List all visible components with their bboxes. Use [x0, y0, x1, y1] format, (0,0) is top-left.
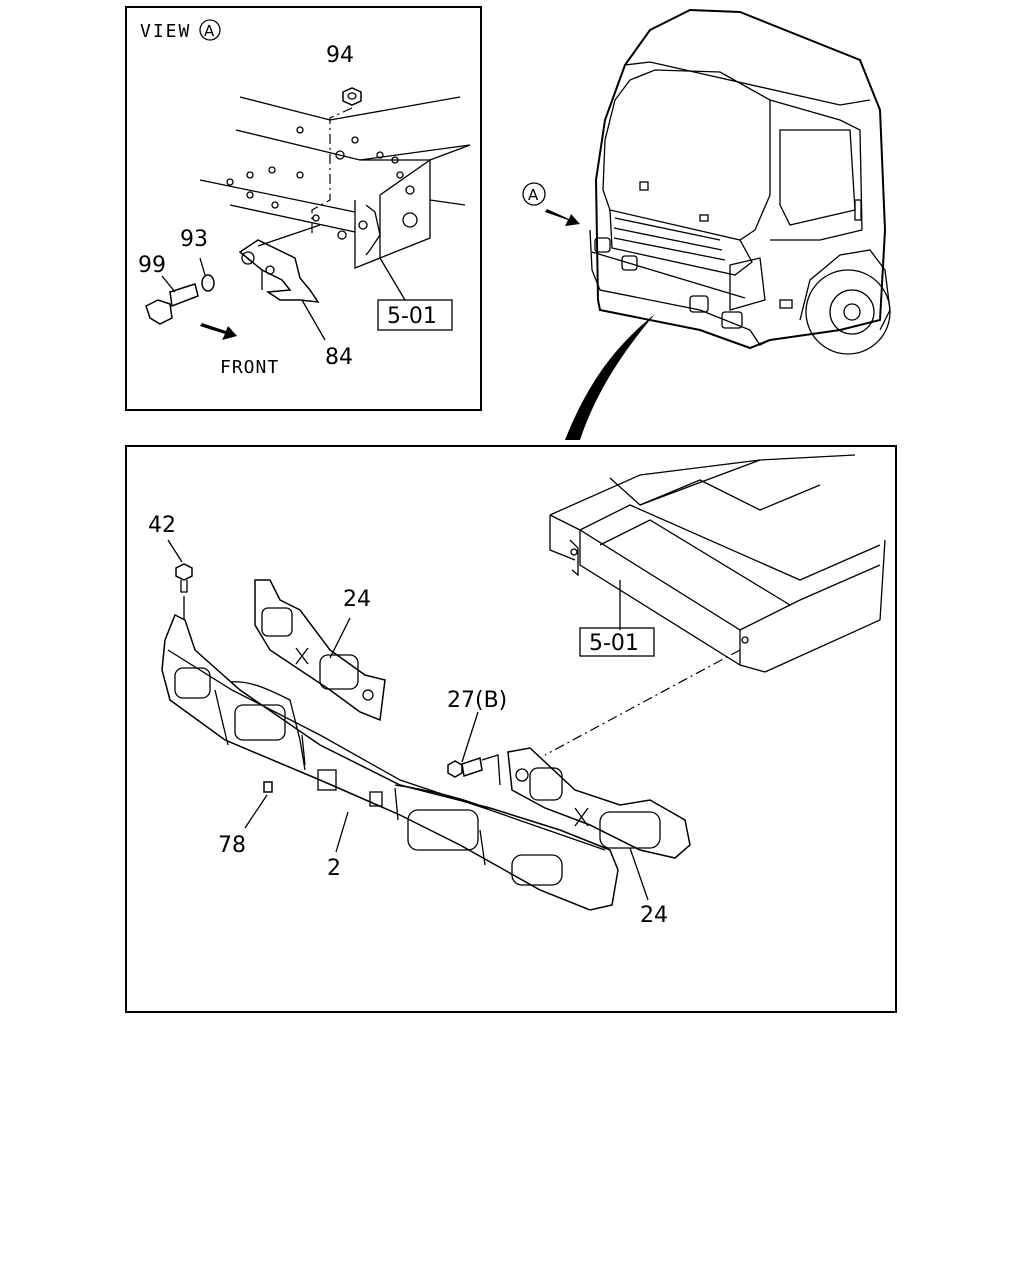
front-label: FRONT — [220, 357, 279, 378]
bolt-27b — [447, 757, 483, 778]
connector-curve — [565, 314, 655, 440]
leader-27b-line — [481, 754, 501, 786]
label-27b: 27(B) — [447, 688, 507, 713]
leader-94-dashed — [311, 107, 353, 235]
main-frame — [125, 445, 897, 1013]
label-24-bottom: 24 — [640, 903, 668, 928]
label-2: 2 — [327, 856, 341, 881]
inset-frame — [125, 6, 482, 411]
view-marker-circle — [199, 19, 221, 41]
bumper-2 — [161, 613, 619, 911]
view-title: VIEW — [140, 21, 191, 42]
label-99: 99 — [138, 253, 166, 278]
label-24-top: 24 — [343, 587, 371, 612]
leader-bracket-dashed — [544, 649, 741, 756]
ref-top: 5-01 — [387, 304, 437, 329]
leader-27b — [461, 711, 479, 763]
ref-box-top — [377, 299, 453, 331]
view-marker: A — [204, 22, 215, 40]
bolt-42 — [175, 563, 193, 593]
leader-24-bottom — [629, 847, 649, 901]
view-a-inset: VIEW A — [125, 6, 482, 411]
bracket-24-left — [254, 579, 386, 722]
tow-hook-84 — [238, 239, 320, 303]
nut-94 — [342, 87, 362, 106]
label-94: 94 — [326, 43, 354, 68]
leader-99 — [161, 275, 176, 293]
bumper-panel: 5-01 42 2 — [125, 445, 897, 1013]
label-42: 42 — [148, 513, 176, 538]
leader-hook-line — [257, 224, 321, 247]
bolt-99 — [145, 283, 199, 325]
clip-78 — [263, 781, 273, 793]
front-arrow-icon — [200, 323, 237, 340]
frame-rail-detail — [199, 96, 471, 269]
chassis-frame — [549, 454, 886, 673]
leader-84 — [301, 299, 326, 341]
leader-2 — [335, 811, 349, 853]
leader-42 — [167, 539, 183, 563]
label-93: 93 — [180, 227, 208, 252]
view-direction-arrow-icon — [545, 209, 580, 226]
washer-93 — [201, 274, 215, 292]
ref-box-bottom — [579, 627, 655, 657]
leader-93 — [199, 257, 206, 276]
leader-78 — [244, 794, 268, 829]
truck-overview: A — [522, 8, 891, 355]
truck-marker: A — [528, 186, 539, 204]
label-84: 84 — [325, 345, 353, 370]
leader-24-top — [329, 617, 351, 659]
ref-bottom: 5-01 — [589, 631, 639, 656]
leader-ref-top — [379, 257, 406, 301]
label-78: 78 — [218, 833, 246, 858]
